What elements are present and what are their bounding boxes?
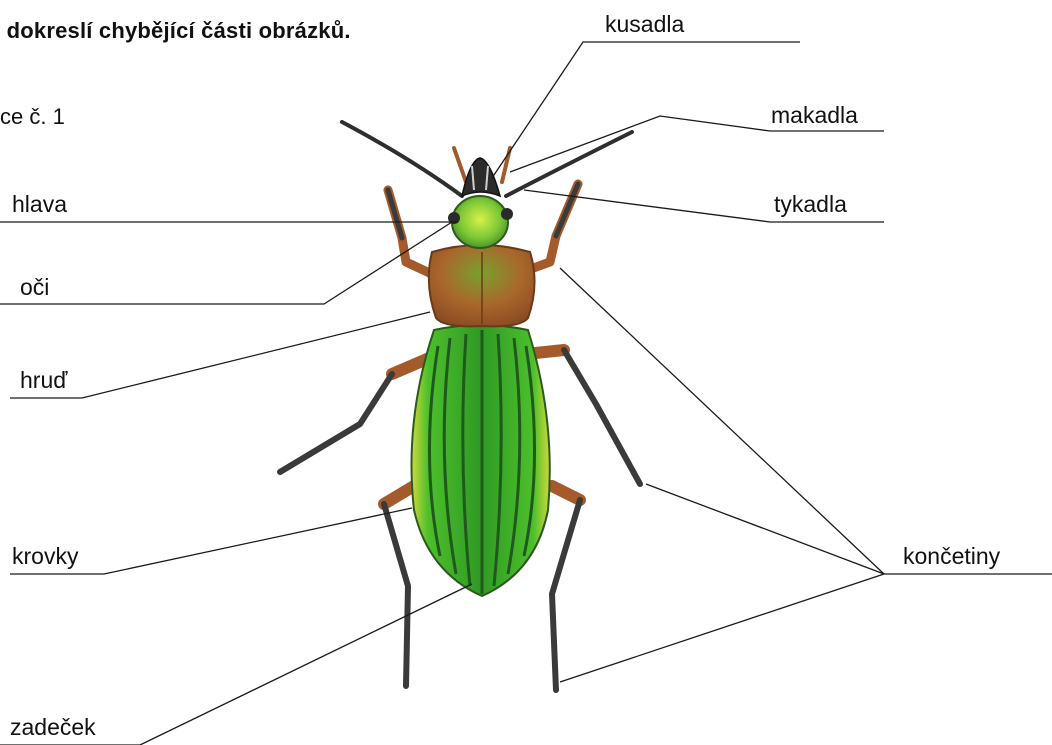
koncetiny-leader-2 xyxy=(646,484,884,574)
right-eye xyxy=(501,208,513,220)
oci-leader xyxy=(0,222,452,304)
label-hrud: hruď xyxy=(20,369,67,392)
label-kusadla: kusadla xyxy=(605,13,684,36)
label-krovky: krovky xyxy=(12,545,78,568)
label-zadecek: zadeček xyxy=(10,716,96,739)
mandibles xyxy=(462,158,500,196)
left-palp xyxy=(454,148,466,182)
koncetiny-leader-3 xyxy=(560,574,884,682)
label-hlava: hlava xyxy=(12,193,67,216)
right-antenna xyxy=(506,132,632,196)
label-makadla: makadla xyxy=(771,104,858,127)
label-tykadla: tykadla xyxy=(774,193,847,216)
left-front-leg xyxy=(388,190,436,276)
kusadla-leader xyxy=(492,42,800,178)
left-hind-leg xyxy=(384,486,414,504)
beetle xyxy=(280,122,640,690)
left-antenna xyxy=(342,122,462,196)
label-koncetiny: končetiny xyxy=(903,545,1000,568)
hrud-leader xyxy=(10,312,430,398)
label-oci: oči xyxy=(20,276,49,299)
right-hind-leg xyxy=(552,486,580,500)
head xyxy=(452,196,508,248)
